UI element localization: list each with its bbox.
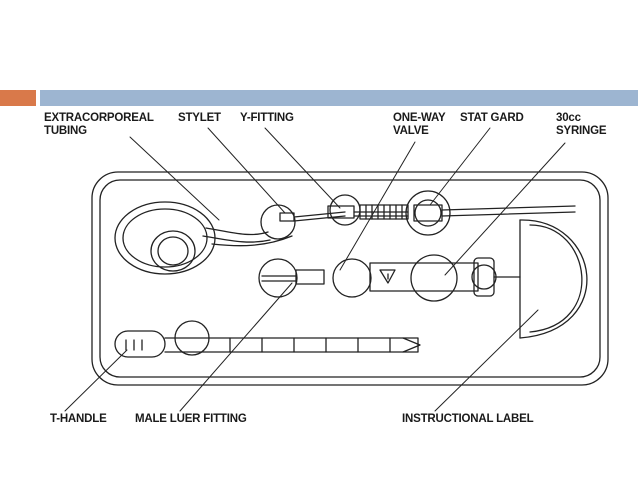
- label-30cc-syringe: 30cc SYRINGE: [556, 112, 607, 138]
- label-stylet: STYLET: [178, 112, 221, 124]
- syringe-30cc: [258, 254, 521, 302]
- label-one-way-line2: VALVE: [393, 125, 429, 137]
- label-30cc-line1: 30cc: [556, 112, 581, 124]
- title-bar-accent-blue: [40, 90, 638, 106]
- one-way-valve-stat-gard: [359, 190, 576, 236]
- label-t-handle: T-HANDLE: [50, 413, 107, 425]
- label-y-fitting: Y-FITTING: [240, 112, 294, 124]
- leader-lines: [64, 127, 566, 412]
- label-extracorporeal-tubing: EXTRACORPOREAL TUBING: [44, 112, 154, 138]
- title-bar-accent-orange: [0, 90, 36, 106]
- extracorporeal-tubing-coil: [114, 201, 293, 275]
- label-male-luer-fitting: MALE LUER FITTING: [135, 413, 247, 425]
- label-stat-gard: STAT GARD: [460, 112, 524, 124]
- label-one-way-valve: ONE-WAY VALVE: [393, 112, 446, 138]
- t-handle-assembly: [114, 320, 421, 358]
- label-extracorporeal-line2: TUBING: [44, 125, 87, 137]
- label-one-way-line1: ONE-WAY: [393, 112, 446, 124]
- label-extracorporeal-line1: EXTRACORPOREAL: [44, 112, 154, 124]
- instructional-label-panel: [519, 219, 588, 339]
- tray-outline: [91, 171, 609, 386]
- label-30cc-line2: SYRINGE: [556, 125, 607, 137]
- label-instructional-label: INSTRUCTIONAL LABEL: [402, 413, 534, 425]
